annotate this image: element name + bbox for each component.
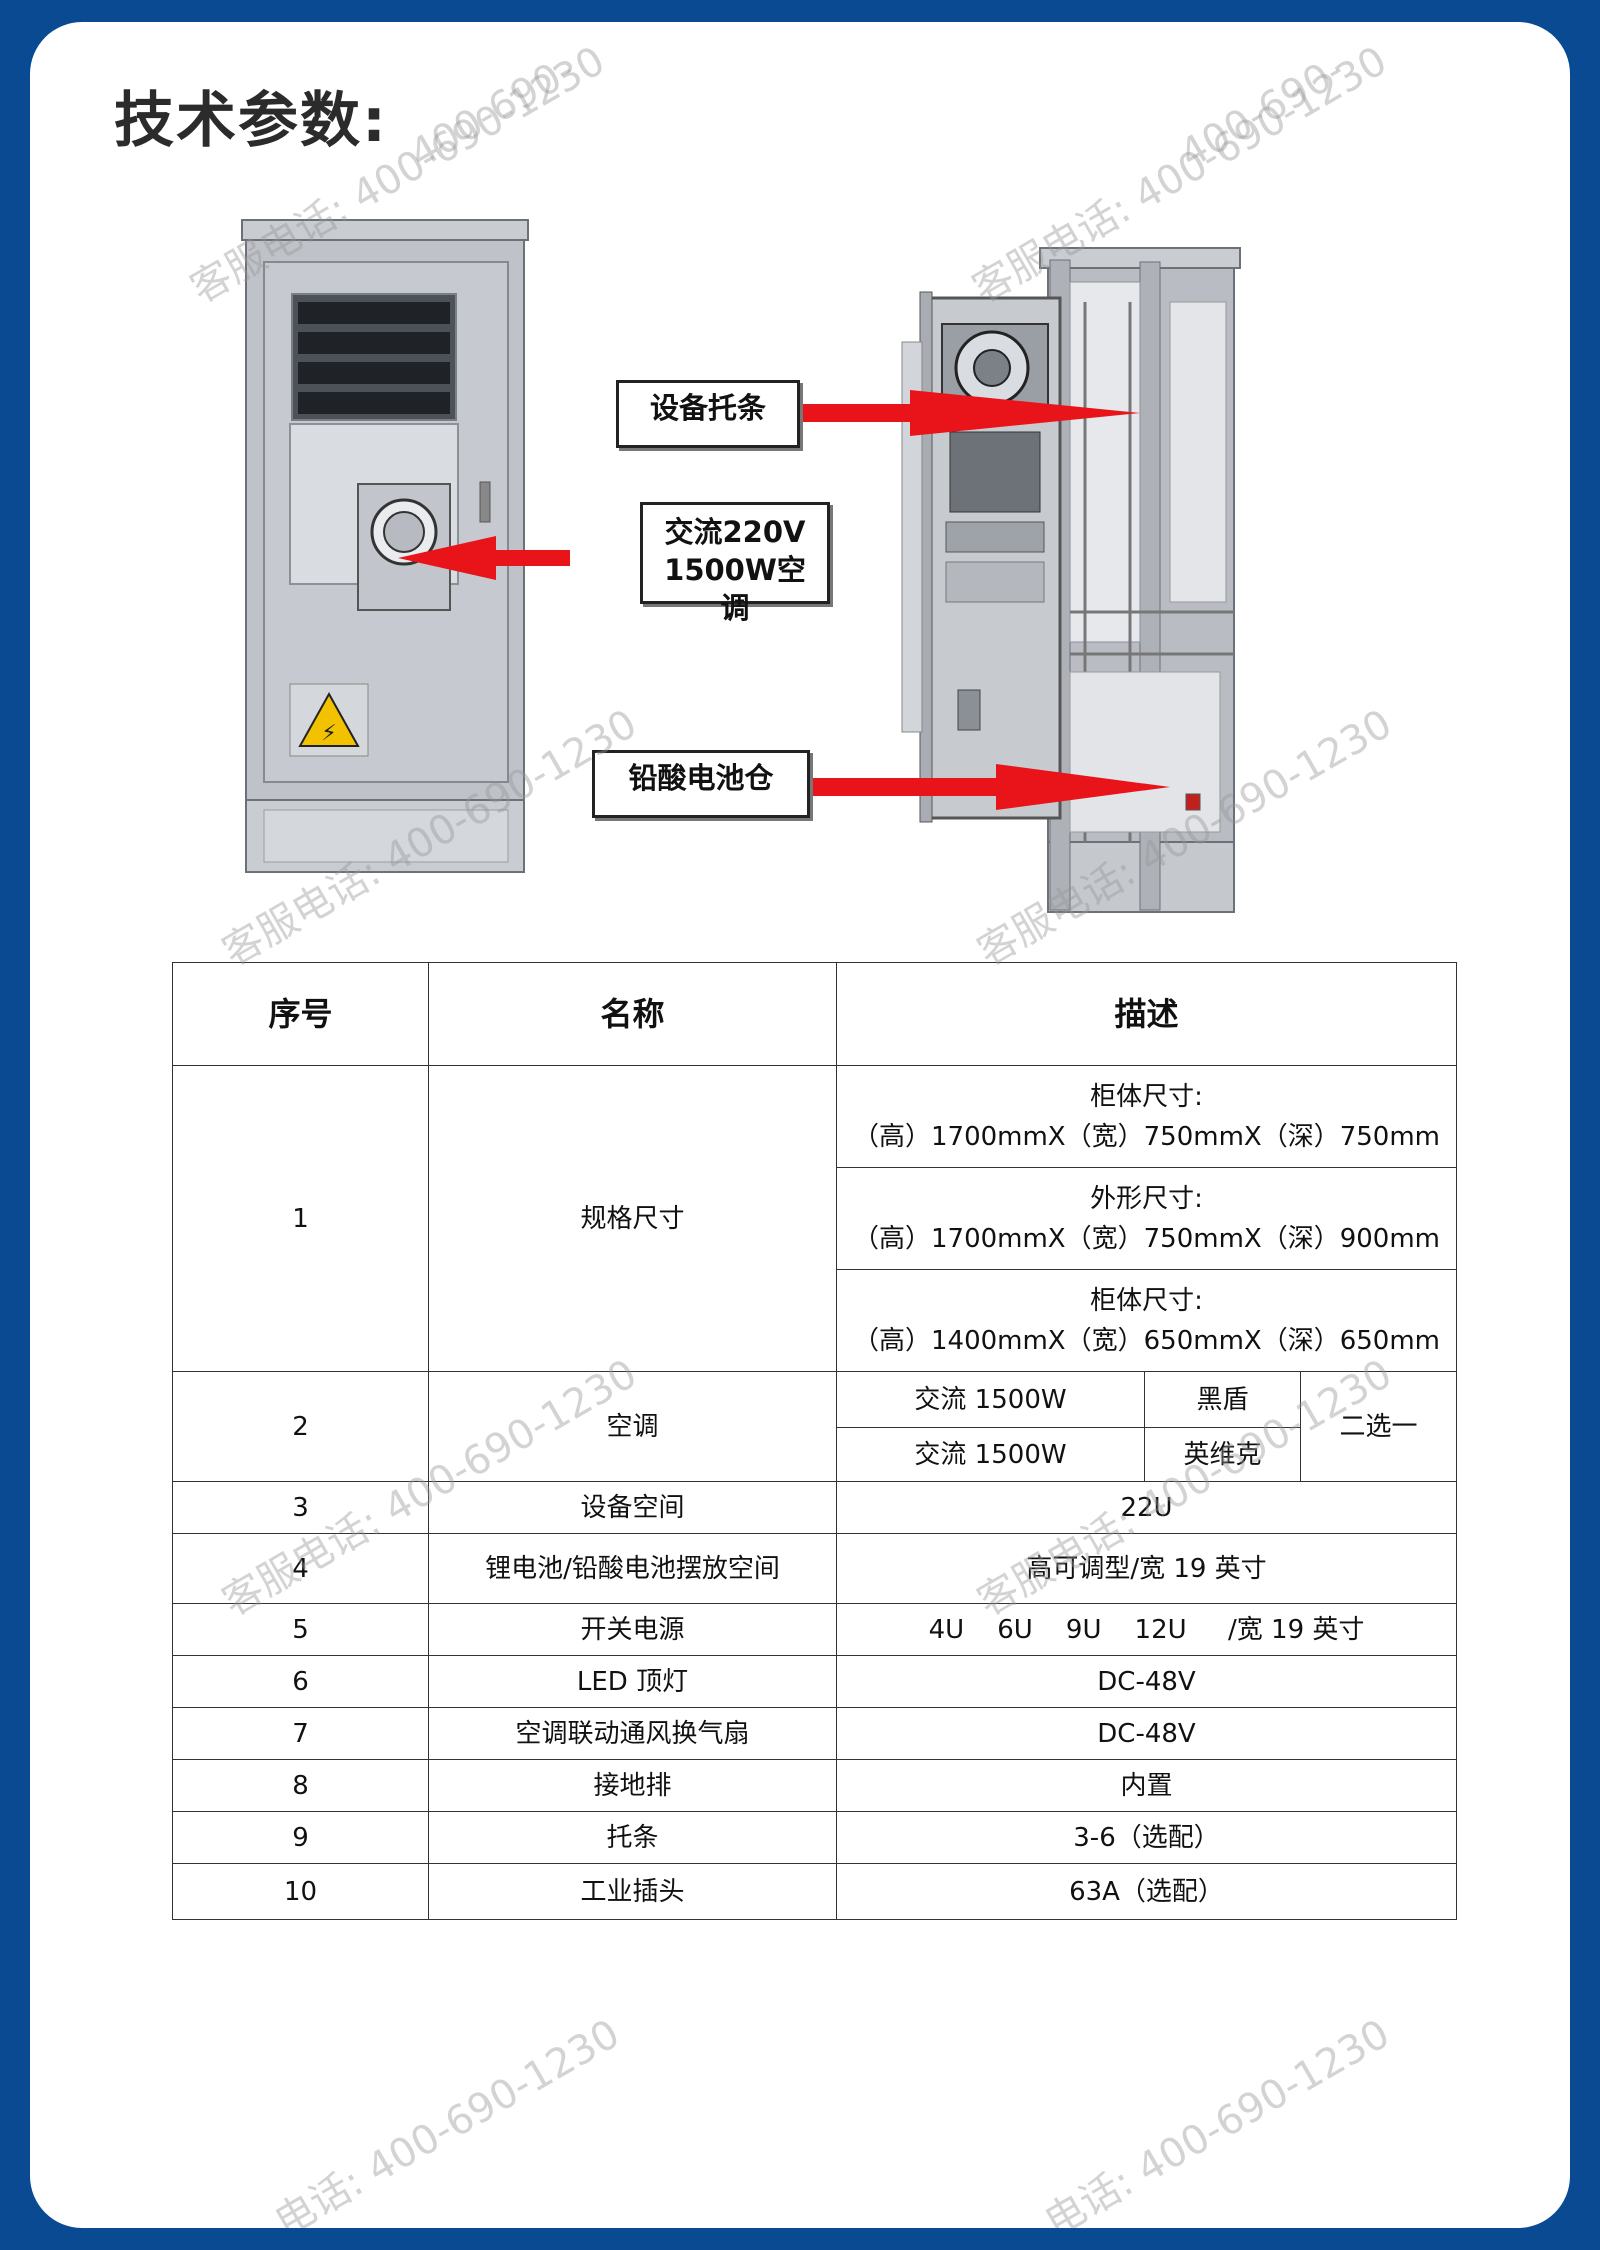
table-row: 2 空调 交流 1500W 黑盾 二选一	[172, 1371, 1457, 1482]
header-description: 描述	[836, 962, 1457, 1066]
spec-table: 序号 名称 描述 1 规格尺寸 柜体尺寸: （高）1700mmX（宽）750mm…	[172, 962, 1457, 1920]
cell-choose-one: 二选一	[1300, 1371, 1457, 1482]
cell-name: 托条	[428, 1811, 837, 1864]
table-header-row: 序号 名称 描述	[172, 962, 1457, 1066]
cell-index: 4	[172, 1533, 429, 1604]
cell-index: 3	[172, 1481, 429, 1534]
header-index: 序号	[172, 962, 429, 1066]
size-option: 9U	[1065, 1614, 1102, 1645]
watermark-text: 400-690-	[1172, 47, 1353, 178]
closed-cabinet-drawing: ⚡	[241, 219, 529, 873]
cell-index: 8	[172, 1759, 429, 1812]
callout-ac-line-2: 1500W空调	[664, 553, 806, 625]
table-row: 交流 1500W 英维克	[173, 1427, 1457, 1482]
cabinet-size-label: 柜体尺寸:	[1090, 1081, 1203, 1112]
size-option: 12U	[1134, 1614, 1187, 1645]
cell-index: 2	[172, 1371, 429, 1482]
cell-name: 锂电池/铅酸电池摆放空间	[428, 1533, 837, 1604]
table-row: 9 托条 3-6（选配）	[172, 1811, 1457, 1864]
table-row: 5 开关电源 4U 6U 9U 12U /宽 19 英寸	[172, 1603, 1457, 1656]
cell-description: 柜体尺寸: （高）1400mmX（宽）650mmX（深）650mm	[836, 1269, 1457, 1372]
table-row: 6 LED 顶灯 DC-48V	[172, 1655, 1457, 1708]
outer-size-label: 外形尺寸:	[1090, 1183, 1203, 1214]
table-row: 1 规格尺寸 柜体尺寸: （高）1700mmX（宽）750mmX（深）750mm	[172, 1065, 1457, 1372]
width-note: /宽 19 英寸	[1228, 1614, 1365, 1645]
cell-name: 设备空间	[428, 1481, 837, 1534]
size-option: 4U	[928, 1614, 965, 1645]
callout-battery-compartment-label: 铅酸电池仓	[628, 761, 774, 795]
cell-name: 工业插头	[428, 1863, 837, 1920]
outer-size-value: （高）1700mmX（宽）750mmX（深）900mm	[852, 1223, 1440, 1254]
callout-equipment-tray-label: 设备托条	[649, 391, 766, 425]
cell-description: 22U	[836, 1481, 1457, 1534]
cell-ac-option: 交流 1500W	[836, 1427, 1145, 1482]
cell-index: 10	[172, 1863, 429, 1920]
open-cabinet-drawing	[901, 247, 1241, 913]
cell-description: 4U 6U 9U 12U /宽 19 英寸	[836, 1603, 1457, 1656]
cell-description: 柜体尺寸: （高）1700mmX（宽）750mmX（深）750mm	[836, 1065, 1457, 1168]
table-row: 4 锂电池/铅酸电池摆放空间 高可调型/宽 19 英寸	[172, 1533, 1457, 1604]
watermark-text: 电话: 400-690-1230	[1037, 2010, 1398, 2228]
cell-index: 1	[172, 1065, 429, 1372]
table-row: 外形尺寸: （高）1700mmX（宽）750mmX（深）900mm	[173, 1167, 1457, 1270]
table-row: 3 设备空间 22U	[172, 1481, 1457, 1534]
cell-name: 空调联动通风换气扇	[428, 1707, 837, 1760]
cell-name: 接地排	[428, 1759, 837, 1812]
cell-description: DC-48V	[836, 1655, 1457, 1708]
cell-description: 3-6（选配）	[836, 1811, 1457, 1864]
cell-ac-brand: 黑盾	[1144, 1371, 1301, 1428]
cabinet-illustration: ⚡	[241, 219, 1241, 913]
header-name: 名称	[428, 962, 837, 1066]
svg-text:⚡: ⚡	[321, 721, 336, 746]
table-row: 7 空调联动通风换气扇 DC-48V	[172, 1707, 1457, 1760]
cell-description: 63A（选配）	[836, 1863, 1457, 1920]
pointer-arrows	[398, 390, 1170, 810]
cell-ac-brand: 英维克	[1144, 1427, 1301, 1482]
cell-index: 9	[172, 1811, 429, 1864]
size-option: 6U	[997, 1614, 1033, 1645]
cell-name: 开关电源	[428, 1603, 837, 1656]
watermark-text: 电话: 400-690-1230	[267, 2010, 628, 2228]
callout-ac-line-1: 交流220V	[664, 515, 806, 549]
cell-index: 6	[172, 1655, 429, 1708]
document-sheet: 技术参数: ⚡	[30, 22, 1570, 2228]
cell-index: 5	[172, 1603, 429, 1656]
cell-name: 空调	[428, 1371, 837, 1482]
callout-air-conditioner: 交流220V 1500W空调	[640, 502, 830, 625]
cell-name: 规格尺寸	[428, 1065, 837, 1372]
cabinet-size-value: （高）1400mmX（宽）650mmX（深）650mm	[852, 1325, 1440, 1356]
callout-equipment-tray: 设备托条	[616, 380, 800, 448]
cell-index: 7	[172, 1707, 429, 1760]
watermark-text: 400-690-	[402, 47, 583, 178]
cabinet-size-value: （高）1700mmX（宽）750mmX（深）750mm	[852, 1121, 1440, 1152]
cell-name: LED 顶灯	[428, 1655, 837, 1708]
table-row: 8 接地排 内置	[172, 1759, 1457, 1812]
cell-description: 高可调型/宽 19 英寸	[836, 1533, 1457, 1604]
callout-battery-compartment: 铅酸电池仓	[592, 750, 810, 818]
page-title: 技术参数:	[114, 86, 388, 156]
cell-description: DC-48V	[836, 1707, 1457, 1760]
cell-ac-option: 交流 1500W	[836, 1371, 1145, 1428]
cell-description: 内置	[836, 1759, 1457, 1812]
table-row: 柜体尺寸: （高）1400mmX（宽）650mmX（深）650mm	[173, 1269, 1457, 1372]
cabinet-figure: ⚡	[180, 202, 1440, 942]
cell-description: 外形尺寸: （高）1700mmX（宽）750mmX（深）900mm	[836, 1167, 1457, 1270]
cabinet-size-label: 柜体尺寸:	[1090, 1285, 1203, 1316]
table-row: 10 工业插头 63A（选配）	[172, 1863, 1457, 1920]
